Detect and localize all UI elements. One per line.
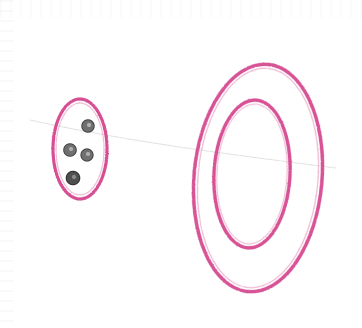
small-oval-icon — [53, 99, 107, 199]
large-double-ring-icon — [184, 59, 331, 297]
dot-cluster — [64, 120, 95, 185]
